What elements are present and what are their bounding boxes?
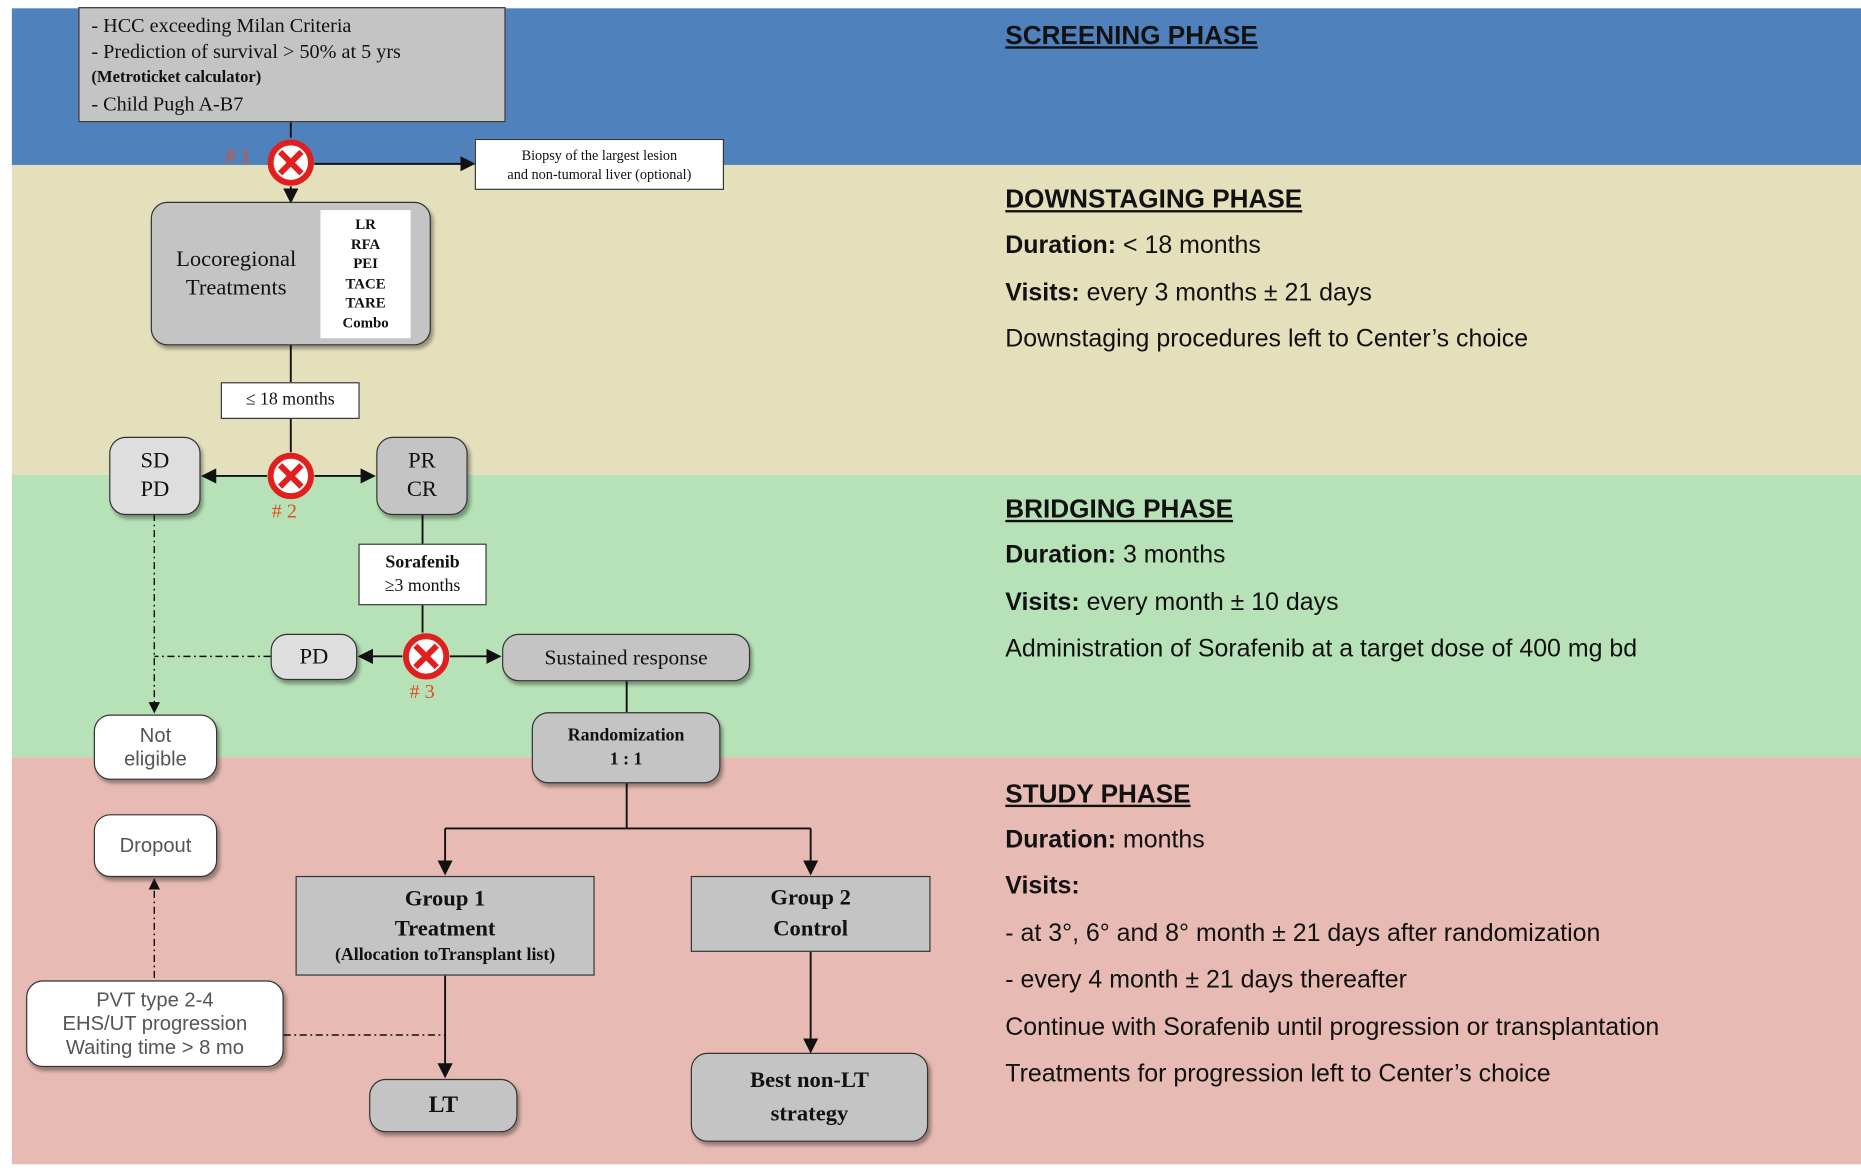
bridging-visits-label: Visits: [1005,588,1080,617]
option-tare: TARE [345,294,386,311]
downstaging-duration-label: Duration: [1005,231,1117,259]
criteria-line-2: - Prediction of survival > 50% at 5 yrs [91,39,401,63]
downstaging-note: Downstaging procedures left to Center’s … [1005,325,1529,353]
pvt-line-1: PVT type 2-4 [96,988,214,1011]
checkpoint-3-label: # 3 [409,680,435,703]
study-duration-label: Duration: [1005,826,1117,854]
option-tace: TACE [345,274,386,292]
checkpoint-1-icon [267,139,314,186]
not-eligible-line-1: Not [139,723,172,746]
bridging-band [11,474,1861,758]
criteria-line-3: (Metroticket calculator) [91,68,262,87]
study-duration-value: months [1116,826,1205,854]
lt-box: LT [369,1078,518,1133]
group2-line-2: Control [773,916,849,942]
checkpoint-2-label: # 2 [271,499,298,523]
study-visits: Visits: [1005,872,1079,900]
locoregional-options: LR RFA PEI TACE TARE Combo [320,209,411,338]
best-line-1: Best non-LT [750,1067,869,1093]
not-eligible-box: Not eligible [93,714,218,780]
pr-cr-box: PR CR [376,436,468,516]
group1-line-1: Group 1 [404,886,486,912]
sorafenib-line-1: Sorafenib [385,553,460,573]
group1-line-2: Treatment [394,916,496,942]
sorafenib-line-2: ≥3 months [384,576,461,596]
bridging-phase-title: BRIDGING PHASE [1005,493,1234,524]
group2-line-1: Group 2 [770,885,851,911]
best-non-lt-box: Best non-LT strategy [690,1052,929,1142]
locoregional-label: Locoregional Treatments [152,245,321,302]
prcr-line-1: PR [408,448,436,474]
criteria-line-4: - Child Pugh A-B7 [91,91,244,115]
bridging-duration-label: Duration: [1005,541,1117,569]
bridging-visits-value: every month ± 10 days [1079,588,1339,617]
bridging-duration: Duration: 3 months [1005,541,1225,569]
pvt-dropout-reasons-box: PVT type 2-4 EHS/UT progression Waiting … [26,980,284,1068]
downstaging-visits: Visits: every 3 months ± 21 days [1005,279,1372,307]
checkpoint-3-icon [402,633,450,680]
inclusion-criteria-box: - HCC exceeding Milan Criteria - Predict… [78,7,506,123]
screening-phase-title: SCREENING PHASE [1005,20,1258,50]
randomization-line-2: 1 : 1 [609,750,643,770]
randomization-line-1: Randomization [567,726,685,746]
sustained-response-box: Sustained response [502,633,751,682]
study-duration: Duration: months [1005,826,1204,854]
prcr-line-2: CR [406,477,437,503]
locoregional-line-2: Treatments [185,274,287,300]
sdpd-line-1: SD [140,448,170,474]
study-line-2: - every 4 month ± 21 days thereafter [1005,966,1407,994]
criteria-line-1: - HCC exceeding Milan Criteria [91,13,352,37]
option-lr: LR [355,216,376,233]
pvt-line-2: EHS/UT progression [62,1011,248,1035]
group1-box: Group 1 Treatment (Allocation toTranspla… [295,875,595,976]
group1-line-3: (Allocation toTransplant list) [334,945,556,965]
group2-box: Group 2 Control [690,875,931,952]
sd-pd-box: SD PD [109,436,201,516]
downstaging-visits-label: Visits: [1005,278,1080,307]
option-rfa: RFA [350,235,381,253]
checkpoint-2-icon [267,452,314,500]
pd-box: PD [270,633,358,681]
option-pei: PEI [353,255,378,272]
downstaging-phase-title: DOWNSTAGING PHASE [1005,183,1303,214]
pvt-line-3: Waiting time > 8 mo [65,1035,244,1059]
biopsy-box: Biopsy of the largest lesion and non-tum… [474,138,725,190]
not-eligible-line-2: eligible [124,747,187,770]
locoregional-line-1: Locoregional [176,246,297,272]
downstaging-visits-value: every 3 months ± 21 days [1079,278,1372,307]
study-phase-title: STUDY PHASE [1005,778,1191,809]
study-line-1: - at 3°, 6° and 8° month ± 21 days after… [1005,919,1601,948]
sdpd-line-2: PD [140,477,170,503]
study-line-3: Continue with Sorafenib until progressio… [1005,1013,1660,1041]
locoregional-box: Locoregional Treatments LR RFA PEI TACE … [150,201,431,346]
bridging-visits: Visits: every month ± 10 days [1005,589,1338,617]
best-line-2: strategy [770,1100,849,1126]
dropout-box: Dropout [93,814,218,878]
randomization-box: Randomization 1 : 1 [531,712,721,784]
downstaging-duration-value: < 18 months [1116,231,1261,259]
downstaging-duration: Duration: < 18 months [1005,231,1261,259]
bridging-note: Administration of Sorafenib at a target … [1005,634,1638,663]
study-line-4: Treatments for progression left to Cente… [1005,1059,1551,1088]
study-visits-label: Visits: [1005,872,1080,900]
checkpoint-1-label: # 1 [225,144,251,168]
option-combo: Combo [342,313,389,331]
biopsy-line-1: Biopsy of the largest lesion [521,146,678,164]
months-18-box: ≤ 18 months [220,382,360,419]
sorafenib-box: Sorafenib ≥3 months [358,543,487,606]
biopsy-line-2: and non-tumoral liver (optional) [507,165,692,183]
bridging-duration-value: 3 months [1116,541,1226,569]
